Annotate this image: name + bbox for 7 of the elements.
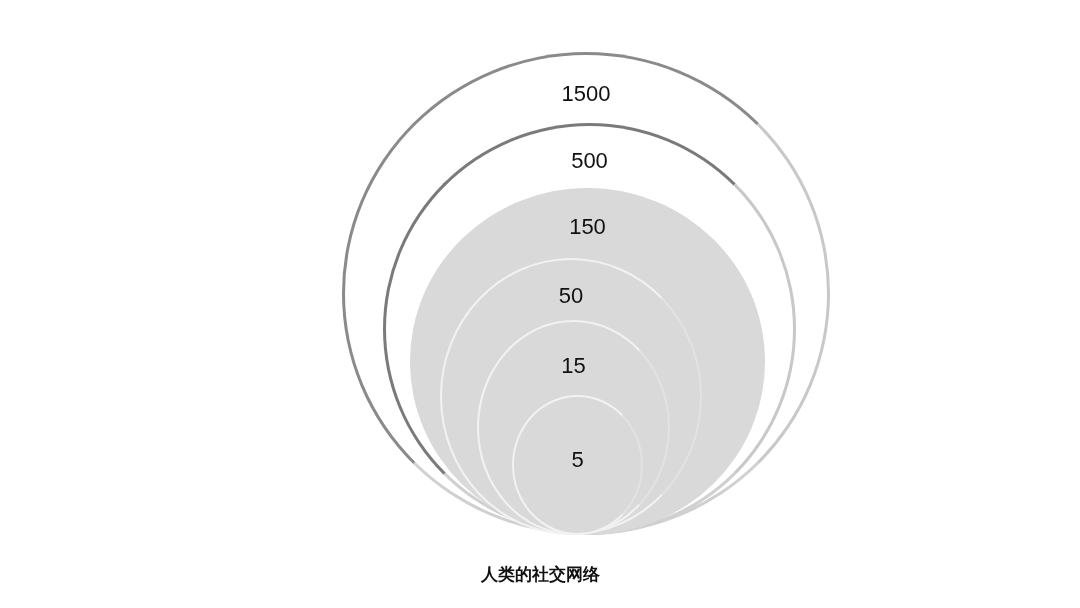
ring-label: 500 [571,148,608,174]
caption: 人类的社交网络 [480,563,600,586]
ring-label: 150 [569,214,606,240]
ring-label: 5 [571,447,584,473]
ring-label: 15 [561,353,586,379]
ring-label: 1500 [561,81,611,107]
ring-label: 50 [558,283,584,309]
